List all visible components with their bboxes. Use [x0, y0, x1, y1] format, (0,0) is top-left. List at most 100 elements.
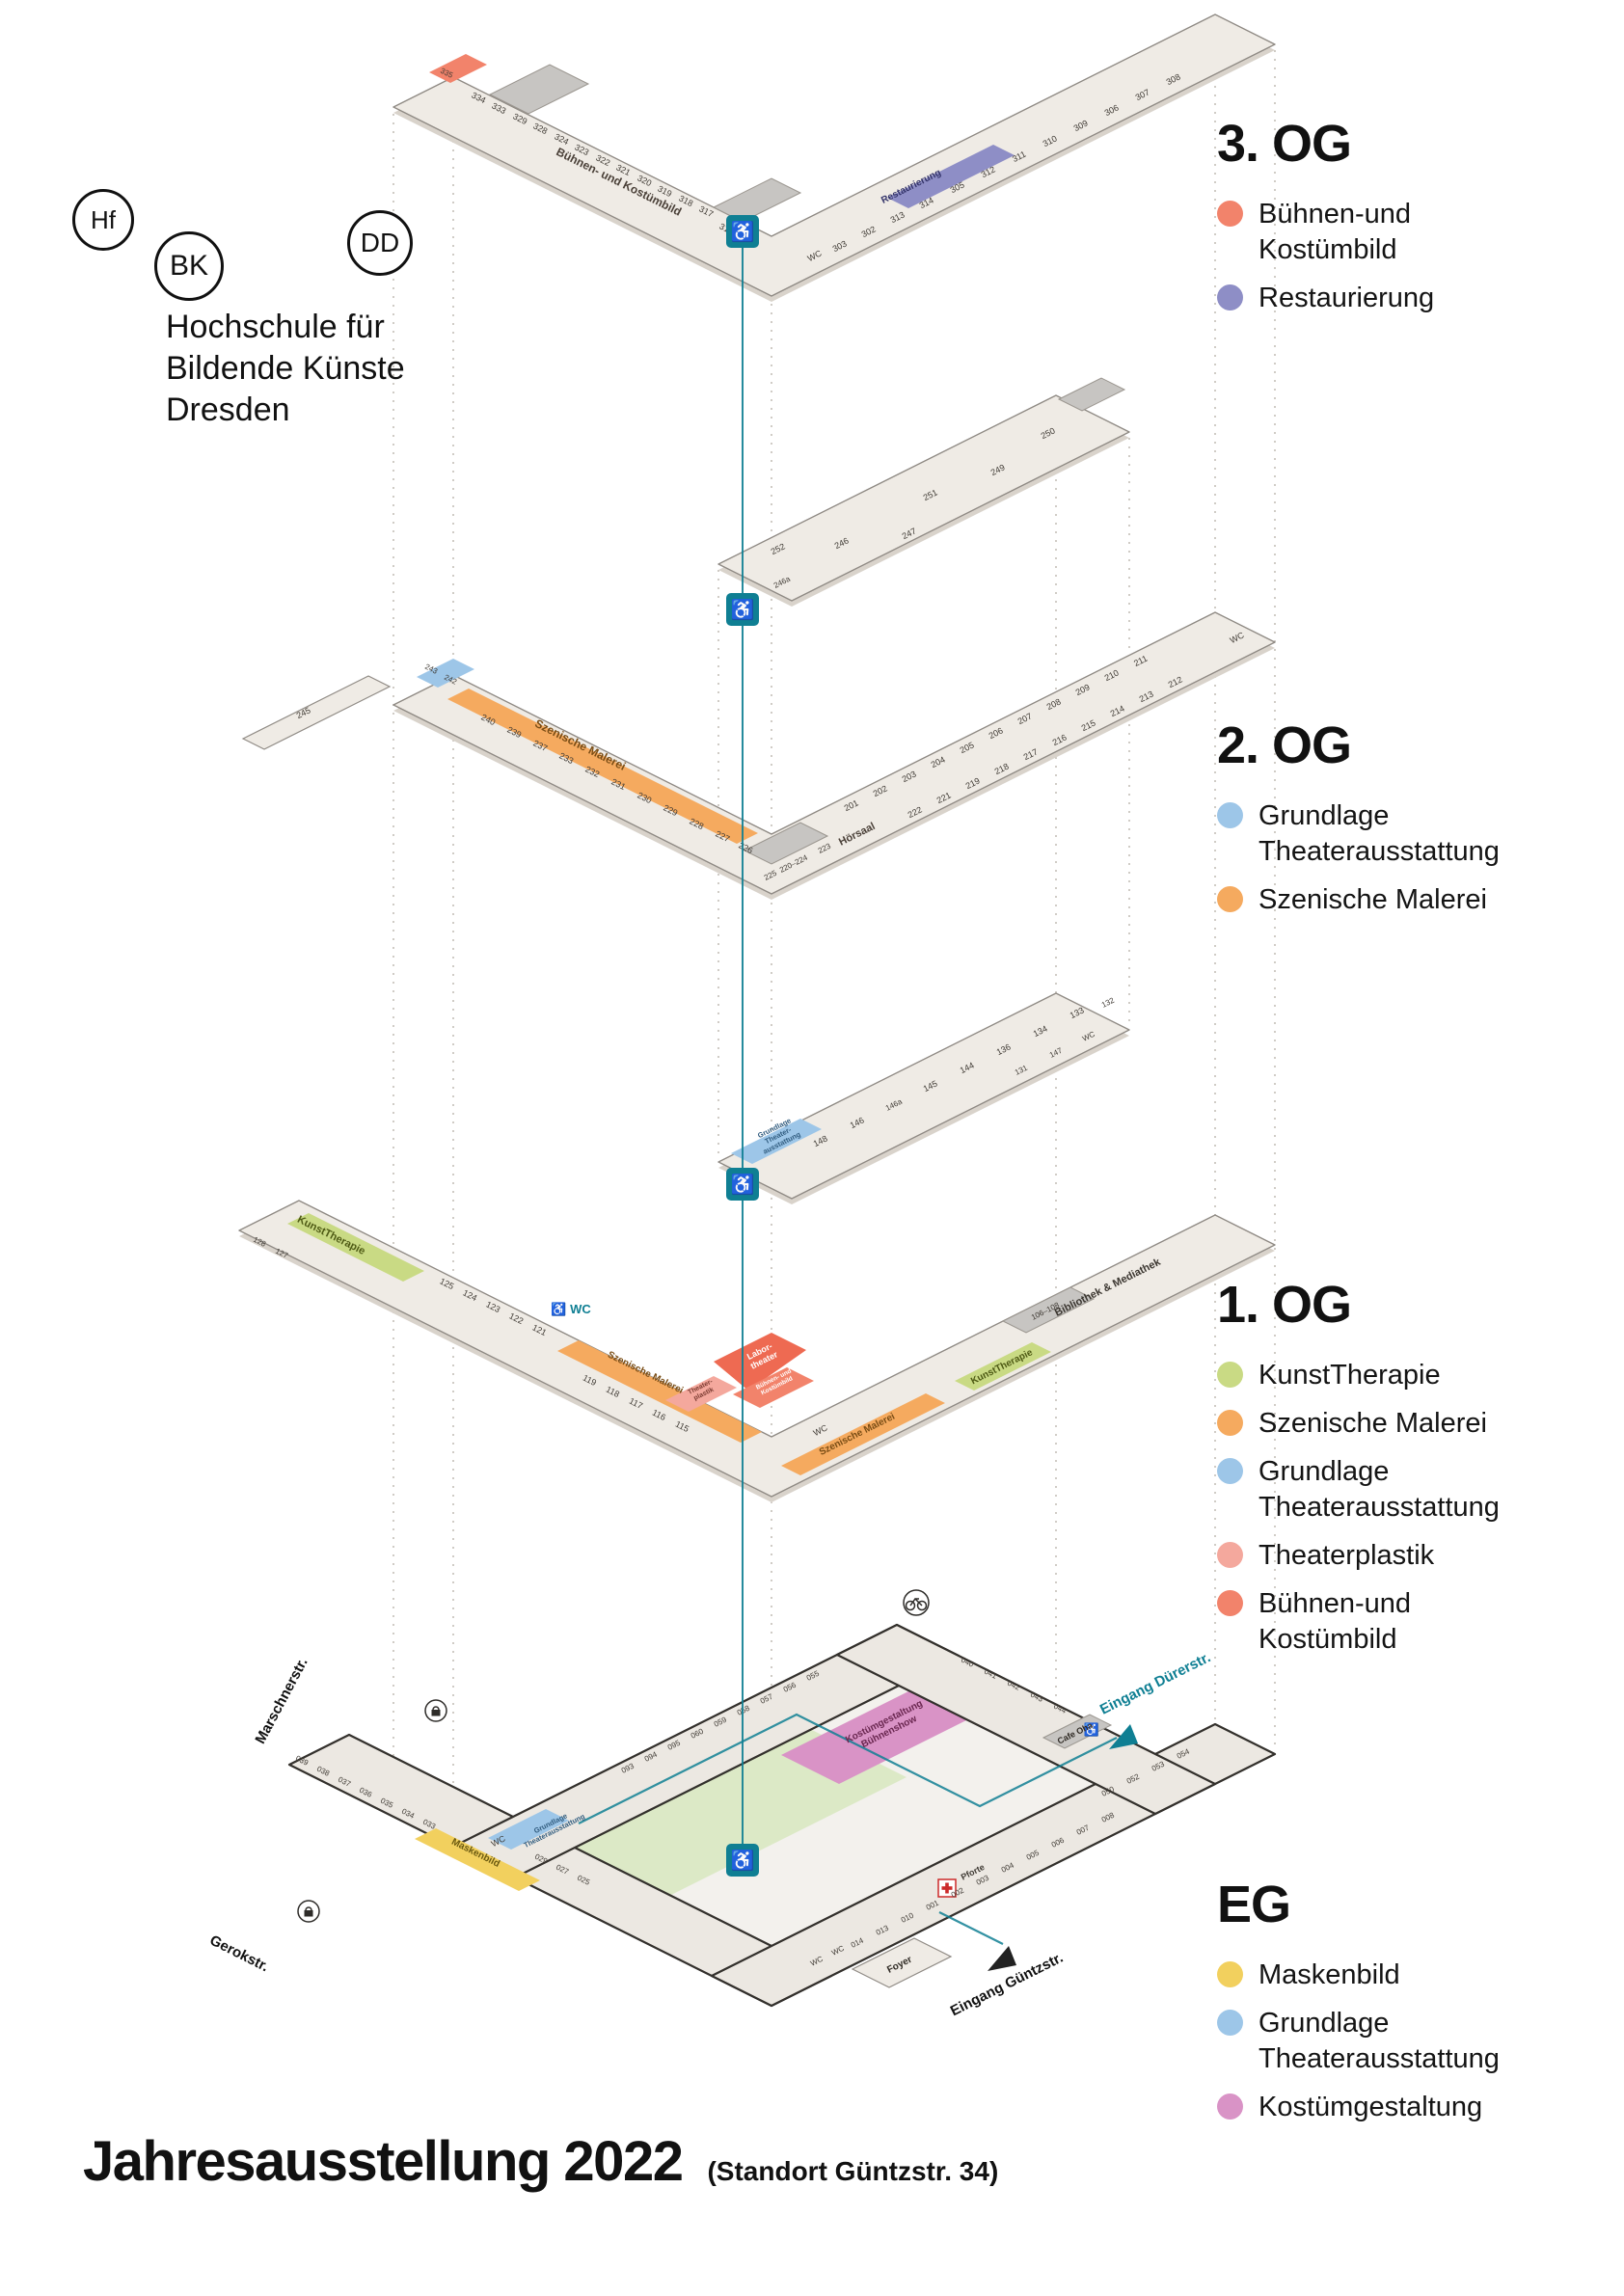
institution-line: Bildende Künste: [166, 350, 405, 387]
logo-hf: Hf: [72, 189, 134, 251]
legend-color-dot: [1217, 1458, 1243, 1484]
legend-color-dot: [1217, 1590, 1243, 1616]
rooms-106-108-block: [1001, 1286, 1096, 1334]
legend-title-og2: 2. OG: [1217, 716, 1352, 774]
wheelchair-icon: ♿: [731, 1173, 755, 1196]
wheelchair-icon: ♿: [731, 220, 755, 243]
floor-mezzA-slab: [717, 394, 1130, 602]
legend-item: Kostümgestaltung: [1217, 2090, 1612, 2125]
stairwell-block: [488, 64, 590, 115]
legend-color-dot: [1217, 2010, 1243, 2036]
logo-dd-label: DD: [360, 228, 400, 257]
area-szenische-malerei: [447, 689, 758, 844]
area-grundlage-theaterausstattung: [488, 1809, 569, 1850]
area-grundlage-theaterausstattung: [731, 1119, 822, 1164]
legend-item: Szenische Malerei: [1217, 882, 1612, 918]
floor-eg: Marschnerstr.Gerokstr.Eingang Dürerstr.E…: [207, 1589, 1277, 2019]
area-buehnen-kostuembild: [429, 54, 487, 83]
visitor-route-line: [578, 1713, 1118, 1824]
area-theaterplastik: [665, 1376, 737, 1412]
entrance-guentzstr-arrow: [988, 1946, 1016, 1971]
lock-icon: [297, 1900, 320, 1923]
area-label: Eingang Dürerstr.: [1097, 1649, 1213, 1718]
legend-label: Kostümgestaltung: [1259, 2092, 1483, 2122]
legend-color-dot: [1217, 1542, 1243, 1568]
legend-color-dot: [1217, 886, 1243, 912]
legend-item: Szenische Malerei: [1217, 1406, 1612, 1442]
logo-hf-label: Hf: [91, 204, 116, 234]
entrance-duererstr-arrow: [1109, 1724, 1138, 1749]
legend-label: Restaurierung: [1259, 283, 1435, 313]
elevator-mezzA: ♿: [726, 593, 759, 626]
legend-item: KunstTherapie: [1217, 1358, 1612, 1393]
legend-item: Maskenbild: [1217, 1958, 1612, 1993]
logo-dd: DD: [347, 210, 413, 276]
area-label: Gerokstr.: [207, 1932, 272, 1976]
legend-title-og1: 1. OG: [1217, 1276, 1352, 1334]
legend-color-dot: [1217, 284, 1243, 311]
logo-bk-label: BK: [169, 250, 209, 282]
eg-foyer-annex: [851, 1937, 953, 1988]
visitor-route-line: [938, 1911, 1004, 1945]
area-buehnen-kostuembild: [733, 1367, 814, 1408]
legend-item: Theaterplastik: [1217, 1538, 1612, 1574]
floor-og1-slab: [238, 1200, 1276, 1498]
area-label: ♿ WC: [551, 1302, 591, 1316]
legend-label: KunstTherapie: [1259, 1360, 1441, 1391]
poster-subtitle: (Standort Güntzstr. 34): [707, 2156, 999, 2186]
area-restaurierung: [887, 145, 1015, 208]
poster-title: Jahresausstellung 2022: [83, 2130, 684, 2193]
institution-line: Dresden: [166, 392, 290, 428]
poster-title-row: Jahresausstellung 2022 (Standort Güntzst…: [83, 2129, 998, 2194]
wheelchair-icon: ♿: [731, 598, 755, 621]
elevator-og3: ♿: [726, 215, 759, 248]
logo-bk: BK: [154, 231, 224, 301]
wheelchair-icon: ♿: [731, 1849, 755, 1872]
area-maskenbild: [415, 1828, 540, 1891]
area-grundlage-theaterausstattung: [417, 659, 474, 688]
first-aid-icon: [937, 1878, 957, 1898]
legend-color-dot: [1217, 1410, 1243, 1436]
legend-item: Restaurierung: [1217, 281, 1612, 316]
legend-label: Szenische Malerei: [1259, 1408, 1487, 1439]
legend-title-og3: 3. OG: [1217, 115, 1352, 173]
area-label: Marschnerstr.: [252, 1655, 311, 1746]
legend-color-dot: [1217, 2093, 1243, 2120]
area-kunsttherapie-ost: [955, 1342, 1051, 1391]
legend-color-dot: [1217, 802, 1243, 828]
legend-color-dot: [1217, 1362, 1243, 1388]
eg-wing-northeast: [835, 1623, 1217, 1816]
stairwell-block: [1057, 377, 1126, 412]
legend-label: Szenische Malerei: [1259, 884, 1487, 915]
bicycle-icon: [903, 1589, 930, 1616]
institution-line: Hochschule für: [166, 309, 385, 345]
elevator-mezzB: ♿: [726, 1168, 759, 1201]
area-labortheater: [714, 1333, 806, 1391]
elevator-eg: ♿: [726, 1844, 759, 1877]
lock-icon: [424, 1699, 447, 1722]
area-label: ♿: [1084, 1722, 1099, 1737]
floor-mezzB-slab: [717, 992, 1130, 1200]
legend-title-eg: EG: [1217, 1876, 1291, 1933]
floor-og3-slab: [392, 14, 1276, 297]
room-245-annex: [241, 675, 392, 750]
